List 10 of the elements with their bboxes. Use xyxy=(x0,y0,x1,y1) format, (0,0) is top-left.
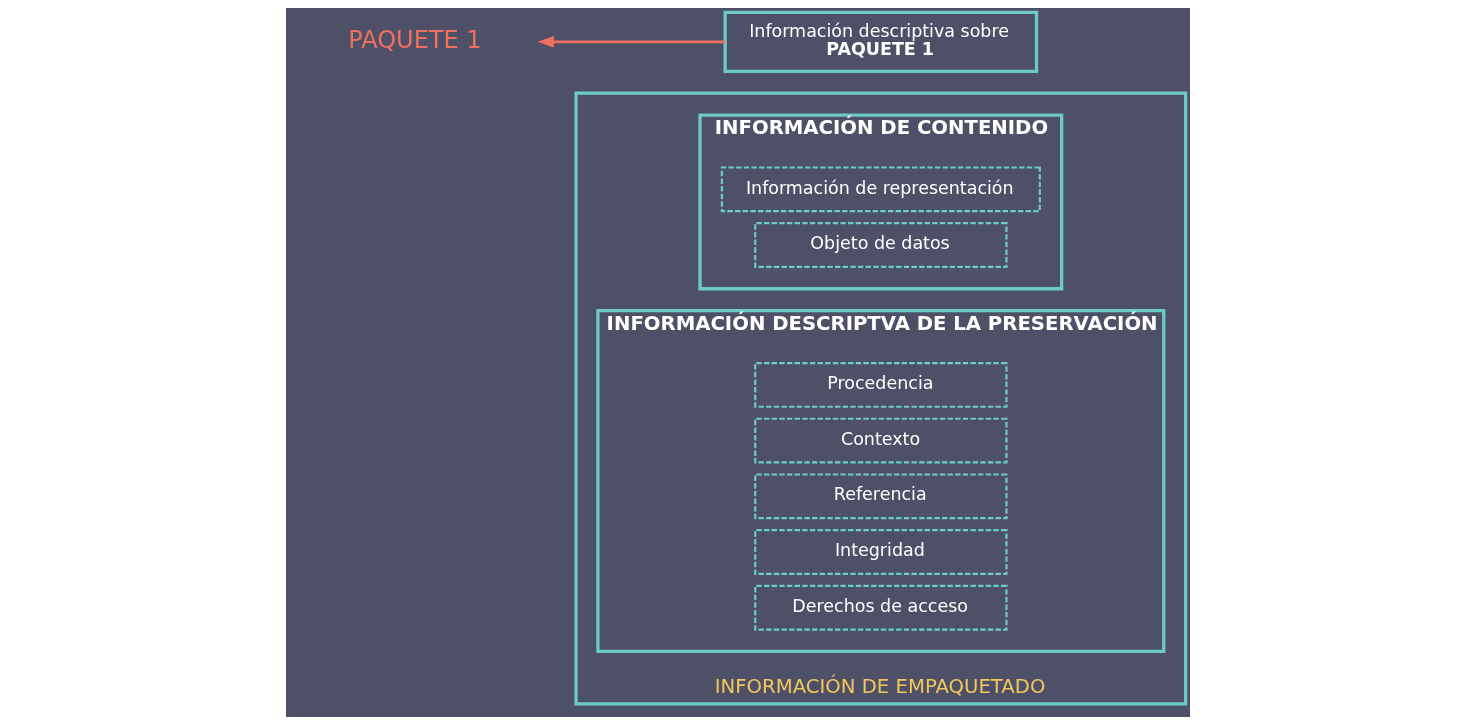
node-box: Procedencia xyxy=(754,361,1008,408)
node-box: Contexto xyxy=(754,417,1008,464)
node-box: Información de representación xyxy=(720,166,1041,213)
node-box: Información descriptiva sobre PAQUETE 1 xyxy=(723,10,1039,73)
arrow xyxy=(537,36,726,48)
node-text: PAQUETE 1 xyxy=(348,25,482,54)
node-box: Integridad xyxy=(754,529,1008,575)
node-box: Referencia xyxy=(754,473,1008,520)
node-box: Objeto de datos xyxy=(754,222,1008,268)
node-box: Derechos de acceso xyxy=(754,584,1008,631)
